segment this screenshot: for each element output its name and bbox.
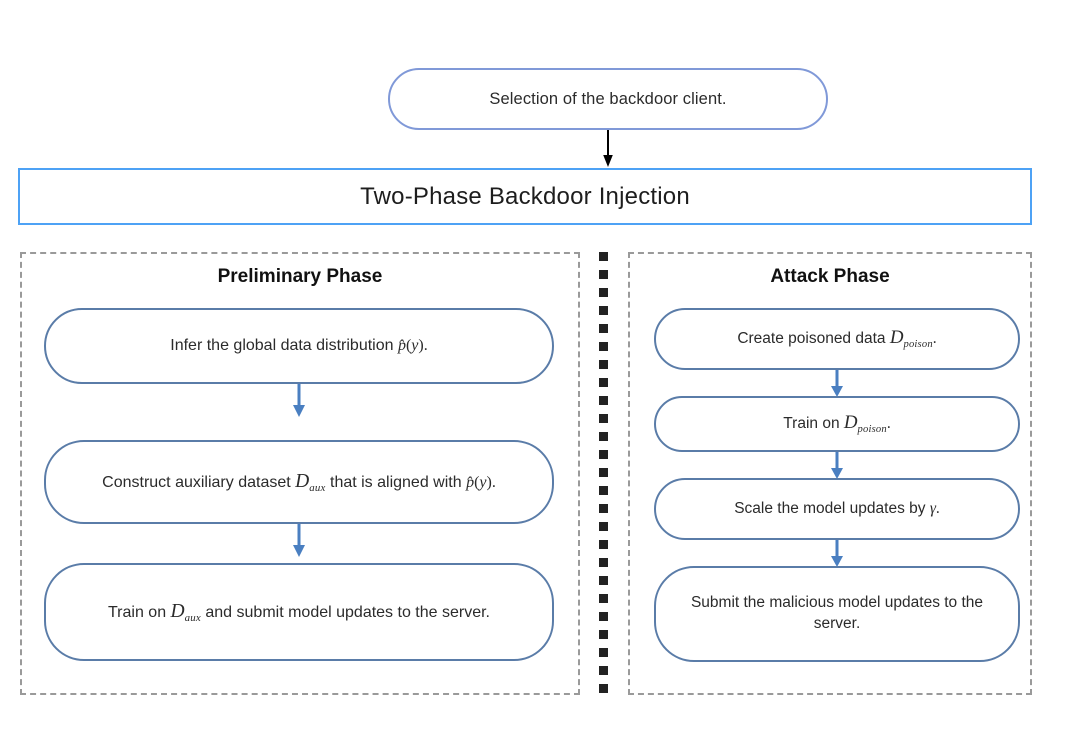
entry-node[interactable]: Selection of the backdoor client. <box>388 68 828 130</box>
arrow-train-to-scale-icon <box>830 452 844 480</box>
vertical-dotted-divider <box>599 252 608 695</box>
attack-phase-title: Attack Phase <box>770 266 890 287</box>
preliminary-phase-title: Preliminary Phase <box>217 266 383 287</box>
node-construct-auxiliary-dataset-text: Construct auxiliary dataset Daux that is… <box>102 470 496 494</box>
node-submit-malicious-updates[interactable]: Submit the malicious model updates to th… <box>654 566 1020 662</box>
node-train-on-aux-submit-text: Train on Daux and submit model updates t… <box>107 600 490 624</box>
arrow-construct-to-train-icon <box>292 524 306 558</box>
node-infer-distribution-text: Infer the global data distribution p̂(y)… <box>170 337 428 355</box>
arrow-scale-to-submit-icon <box>830 540 844 568</box>
preliminary-phase-panel: Preliminary Phase <box>20 252 580 695</box>
arrow-create-to-train-icon <box>830 370 844 398</box>
node-submit-malicious-updates-text: Submit the malicious model updates to th… <box>690 594 984 632</box>
attack-phase-panel: Attack Phase <box>628 252 1032 695</box>
node-train-on-aux-submit[interactable]: Train on Daux and submit model updates t… <box>44 563 554 661</box>
node-train-on-poison[interactable]: Train on Dpoison. <box>654 396 1020 452</box>
phase-banner-label: Two-Phase Backdoor Injection <box>360 182 690 210</box>
node-create-poisoned-data[interactable]: Create poisoned data Dpoison. <box>654 308 1020 370</box>
node-scale-model-updates-text: Scale the model updates by γ. <box>734 499 940 517</box>
phase-banner: Two-Phase Backdoor Injection <box>18 168 1032 225</box>
node-infer-distribution[interactable]: Infer the global data distribution p̂(y)… <box>44 308 554 384</box>
node-construct-auxiliary-dataset[interactable]: Construct auxiliary dataset Daux that is… <box>44 440 554 524</box>
entry-to-banner-arrow-icon <box>602 130 614 168</box>
arrow-infer-to-construct-icon <box>292 384 306 418</box>
node-create-poisoned-data-text: Create poisoned data Dpoison. <box>737 327 937 351</box>
node-scale-model-updates[interactable]: Scale the model updates by γ. <box>654 478 1020 540</box>
entry-node-label: Selection of the backdoor client. <box>489 89 727 108</box>
node-train-on-poison-text: Train on Dpoison. <box>783 412 891 436</box>
